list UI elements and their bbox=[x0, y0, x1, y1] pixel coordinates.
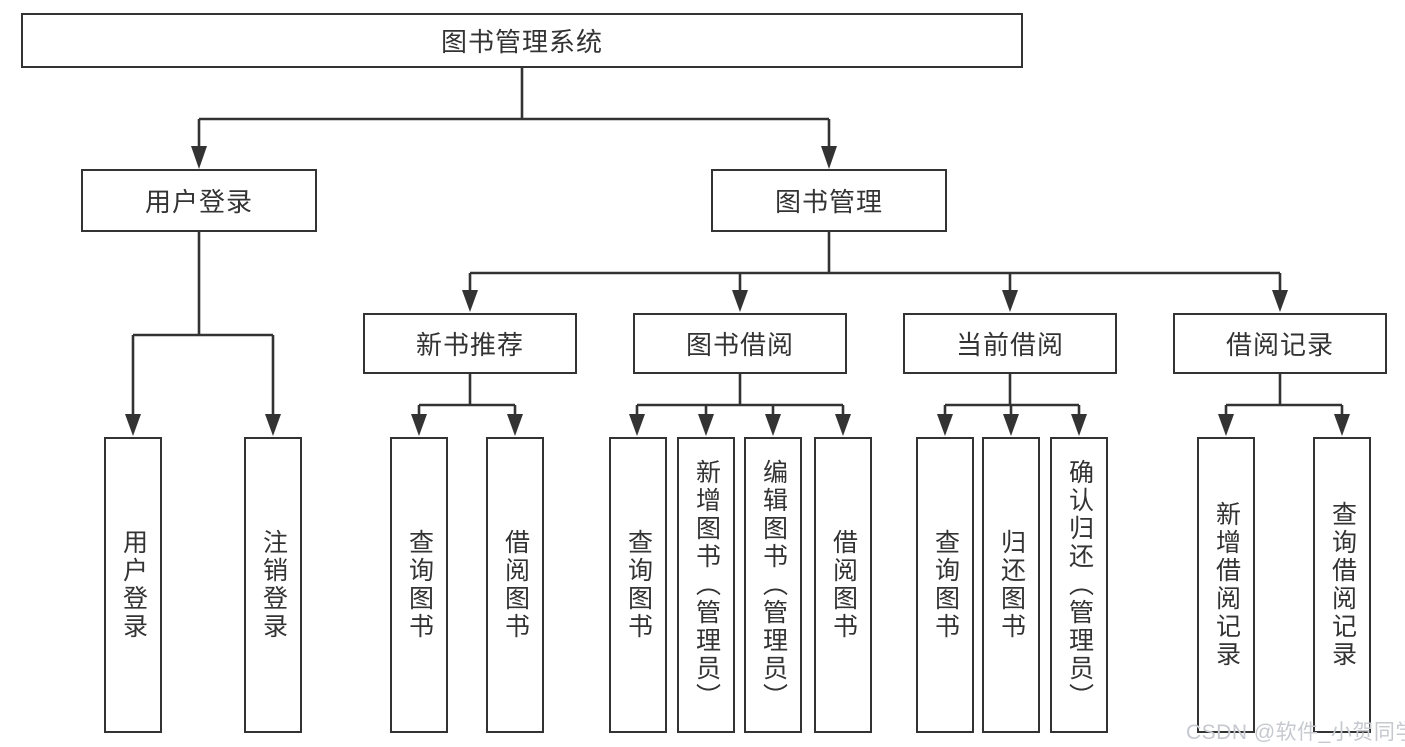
leaf-node-label: 归还图书 bbox=[997, 529, 1026, 641]
root-node-library-management-system: 图书管理系统 bbox=[21, 13, 1023, 68]
leaf-node-label: 用户登录 bbox=[119, 529, 148, 641]
section-node-book-borrowing: 图书借阅 bbox=[633, 313, 847, 374]
section-node-borrowing-records: 借阅记录 bbox=[1173, 313, 1387, 374]
connectors-user-login-branch bbox=[125, 231, 281, 436]
leaf-node-query-books-borrowing: 查询图书 bbox=[609, 437, 667, 733]
section-node-current-borrowing: 当前借阅 bbox=[903, 313, 1117, 374]
section-node-label: 借阅记录 bbox=[1225, 330, 1334, 360]
root-node-label: 图书管理系统 bbox=[440, 27, 603, 57]
leaf-node-label: 查询借阅记录 bbox=[1328, 501, 1357, 669]
leaf-node-label: 新增图书（管理员） bbox=[692, 459, 721, 711]
leaf-node-label: 确认归还（管理员） bbox=[1065, 459, 1094, 711]
branch-node-label: 用户登录 bbox=[144, 187, 253, 217]
branch-node-book-management: 图书管理 bbox=[711, 169, 947, 232]
section-node-new-book-recommend: 新书推荐 bbox=[363, 313, 577, 374]
leaf-node-user-login: 用户登录 bbox=[104, 437, 162, 733]
leaf-node-label: 借阅图书 bbox=[829, 529, 858, 641]
connectors-sections bbox=[411, 373, 1350, 436]
section-node-label: 图书借阅 bbox=[685, 330, 794, 360]
leaf-node-query-books-current: 查询图书 bbox=[916, 437, 974, 733]
branch-node-user-login: 用户登录 bbox=[81, 169, 317, 232]
leaf-node-label: 查询图书 bbox=[931, 529, 960, 641]
leaf-node-confirm-return-admin: 确认归还（管理员） bbox=[1050, 437, 1108, 733]
leaf-node-label: 注销登录 bbox=[259, 529, 288, 641]
leaf-node-add-books-admin: 新增图书（管理员） bbox=[677, 437, 735, 733]
section-node-label: 当前借阅 bbox=[955, 330, 1064, 360]
leaf-node-label: 借阅图书 bbox=[501, 529, 530, 641]
leaf-node-query-books-recommend: 查询图书 bbox=[390, 437, 448, 733]
connectors-book-management-branch bbox=[462, 231, 1288, 312]
leaf-node-borrow-books-recommend: 借阅图书 bbox=[486, 437, 544, 733]
branch-node-label: 图书管理 bbox=[774, 187, 883, 217]
leaf-node-logout: 注销登录 bbox=[244, 437, 302, 733]
leaf-node-add-borrow-record: 新增借阅记录 bbox=[1197, 437, 1255, 733]
leaf-node-edit-books-admin: 编辑图书（管理员） bbox=[744, 437, 802, 733]
leaf-node-label: 查询图书 bbox=[624, 529, 653, 641]
section-node-label: 新书推荐 bbox=[415, 330, 524, 360]
connectors-root bbox=[191, 66, 837, 169]
leaf-node-label: 新增借阅记录 bbox=[1212, 501, 1241, 669]
watermark: CSDN @软件_小贺同学 bbox=[1186, 721, 1405, 744]
leaf-node-return-books: 归还图书 bbox=[982, 437, 1040, 733]
leaf-node-label: 编辑图书（管理员） bbox=[759, 459, 788, 711]
leaf-node-borrow-books: 借阅图书 bbox=[814, 437, 872, 733]
leaf-node-query-borrow-record: 查询借阅记录 bbox=[1313, 437, 1371, 733]
leaf-node-label: 查询图书 bbox=[405, 529, 434, 641]
